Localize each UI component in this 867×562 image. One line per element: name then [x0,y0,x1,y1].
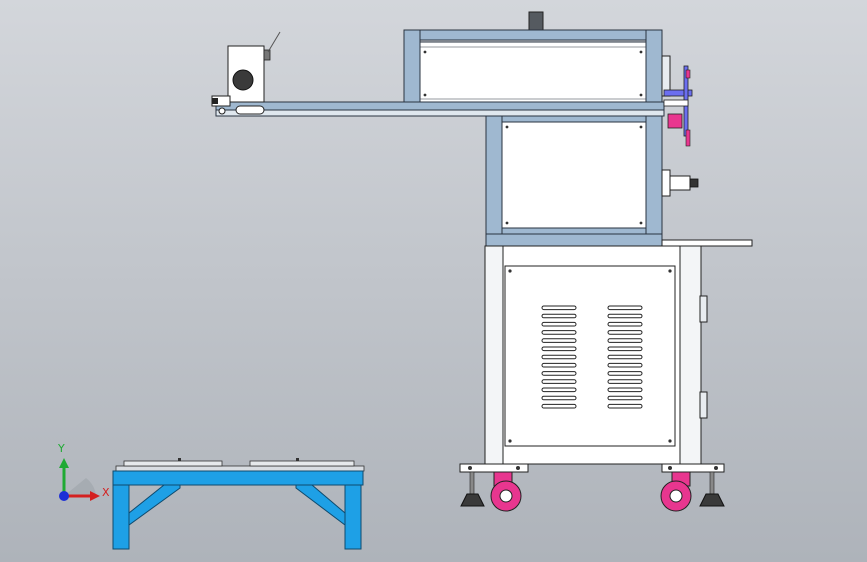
cabinet-feet [459,463,725,507]
vent-slot [607,354,643,360]
vent-slot [541,321,577,327]
vent-slot [541,403,577,409]
probe-assembly[interactable] [661,55,699,197]
y-axis-arrow-head [59,458,69,468]
vent-slot [541,330,577,335]
z-axis-dot [59,491,69,501]
door-hinge-bottom [699,391,708,419]
vent-slot [607,371,643,376]
x-axis-arrow-head [90,491,100,501]
vent-slot [607,305,643,311]
vent-slot [607,338,643,343]
side-shelf [661,239,753,247]
vent-slot [541,305,577,311]
vent-slot [541,379,577,384]
middle-panel [501,121,647,229]
middle-enclosure[interactable] [485,115,663,247]
vent-slot [607,403,643,409]
vent-slot [607,330,643,335]
vent-slot [541,346,577,352]
y-axis-label: Y [58,442,65,455]
caster-right [660,471,692,512]
vent-slot [541,371,577,376]
motor-shaft-icon [232,69,254,91]
vent-slot [607,387,643,393]
vent-slot [541,387,577,393]
arm-rail-top [215,101,665,111]
vent-slot [541,395,577,401]
mid-left-post [485,115,503,247]
vent-slot [541,354,577,360]
frame-left-post [403,29,421,107]
probe-arm [663,89,693,97]
frame-right-post [645,29,663,246]
arm-rail-bottom [215,109,665,117]
vent-slot [541,362,577,368]
leveling-foot-left [460,493,485,507]
horizontal-arm[interactable] [215,101,665,117]
arm-slot [235,105,265,115]
vent-slot [607,379,643,384]
vent-slots-right [607,305,643,409]
vent-slot [541,338,577,343]
mid-bottom-rail [485,233,663,247]
vent-slot [607,362,643,368]
vent-slot [607,321,643,327]
caster-left [490,471,522,512]
upper-enclosure[interactable] [403,11,663,246]
vent-slot [607,313,643,319]
spindle-holder [669,175,691,191]
probe-sensor [667,113,683,129]
arm-end-bolt [218,107,226,115]
motor-unit[interactable] [211,31,281,107]
leveling-foot-right [699,493,725,507]
frame-top-rail [403,29,663,41]
top-sensor [528,11,544,31]
cabinet-door[interactable] [504,265,676,447]
upper-panel [419,41,647,105]
lower-cabinet[interactable] [484,245,708,465]
door-hinge-top [699,295,708,323]
vent-slot [607,395,643,401]
base-frame[interactable] [112,458,365,550]
coordinate-triad [59,458,100,501]
vent-slot [541,313,577,319]
x-axis-label: X [102,486,110,499]
vent-slots-left [541,305,577,409]
vent-slot [607,346,643,352]
